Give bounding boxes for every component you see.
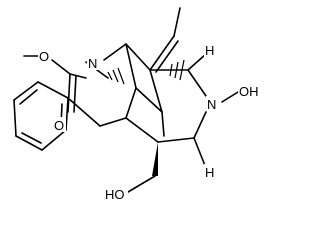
molecule-drawing: O N O N OH H H HO [13, 7, 262, 202]
hydrogen-bottom-label: H [205, 165, 214, 180]
hydrogen-top-label: H [205, 43, 214, 58]
indoline-nitrogen-label: N [88, 56, 97, 71]
hydroxymethyl-label: HO [105, 187, 125, 202]
atom-labels: O N O N OH H H HO [38, 42, 262, 202]
ethylidene-group [149, 7, 181, 73]
cage-framework [125, 43, 207, 169]
structure-canvas: O N O N OH H H HO [13, 7, 262, 202]
methoxy-oxygen-label: O [39, 49, 49, 64]
benzene-ring [13, 81, 69, 151]
carbonyl-oxygen-label: O [54, 118, 64, 133]
n-hydroxy-nitrogen-label: N [207, 97, 216, 112]
hydroxyl-label: OH [239, 84, 259, 99]
n-hydroxy-bond [221, 91, 239, 103]
hydroxymethyl-chain [127, 142, 158, 193]
hashed-bonds [107, 59, 185, 85]
ester-group [23, 55, 87, 113]
